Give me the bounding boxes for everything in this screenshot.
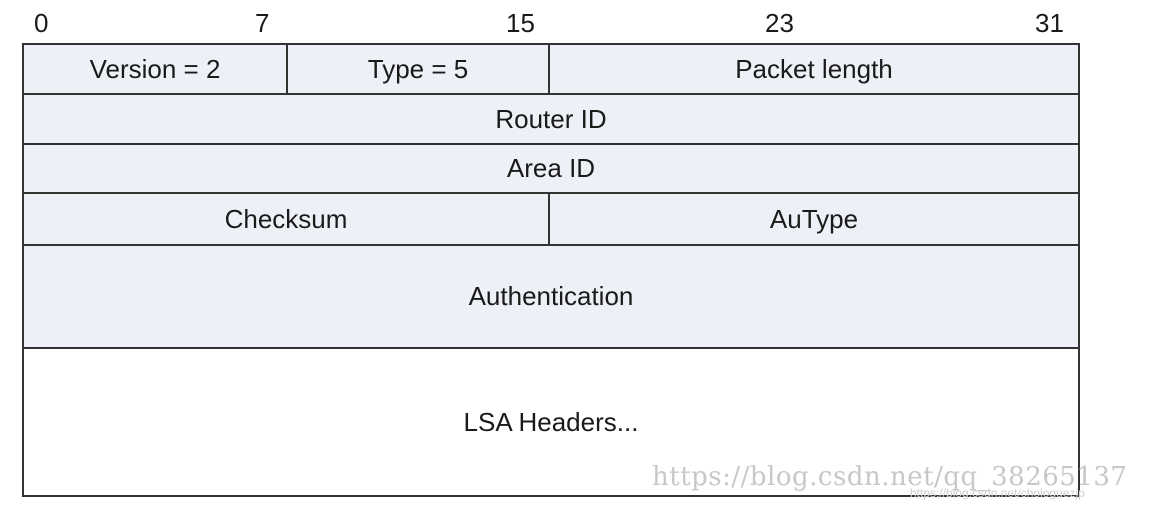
header-row-2: Router ID [24,95,1078,145]
header-row-1: Version = 2 Type = 5 Packet length [24,45,1078,95]
version-field: Version = 2 [24,45,288,93]
authentication-field: Authentication [24,246,1078,347]
header-row-3: Area ID [24,145,1078,194]
header-row-4: Checksum AuType [24,194,1078,246]
bit-label-23: 23 [765,8,794,38]
watermark-subtext: https://blog.csdn.net/chologuezjp [910,486,1085,500]
bit-label-7: 7 [255,8,270,38]
lsa-headers-field: LSA Headers... [24,349,1078,495]
body-row: LSA Headers... [24,349,1078,495]
watermark-text: https://blog.csdn.net/qq_38265137 [652,462,1128,492]
checksum-field: Checksum [24,194,550,244]
header-row-5: Authentication [24,246,1078,349]
packet-format: Version = 2 Type = 5 Packet length Route… [22,43,1080,497]
bit-label-0: 0 [34,8,49,38]
bit-label-15: 15 [506,8,535,38]
router-id-field: Router ID [24,95,1078,143]
area-id-field: Area ID [24,145,1078,192]
type-field: Type = 5 [288,45,550,93]
autype-field: AuType [550,194,1078,244]
packet-length-field: Packet length [550,45,1078,93]
bit-label-31: 31 [1035,8,1064,38]
